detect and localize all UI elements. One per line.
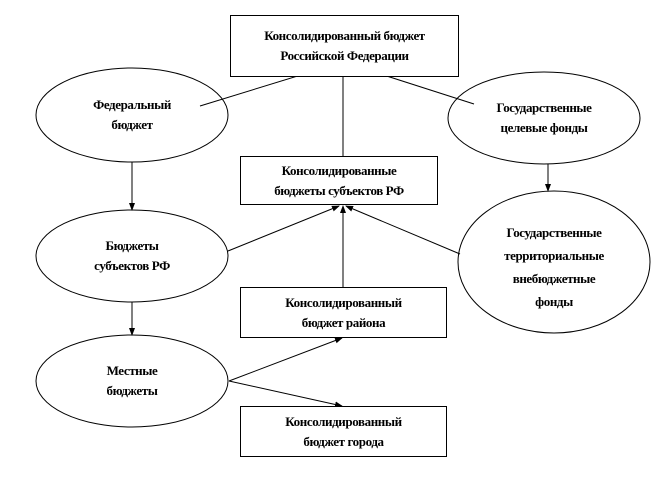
arrow-local-to-district — [228, 337, 343, 382]
node-text: территориальные — [504, 248, 604, 263]
node-text: бюджеты — [106, 383, 158, 398]
territorial-funds-node: Государственные территориальные внебюдже… — [458, 196, 650, 338]
node-text: целевые фонды — [500, 120, 588, 135]
node-text: субъектов РФ — [94, 258, 170, 273]
territorial-funds-ellipse — [457, 190, 651, 334]
consolidated-rf-box: Консолидированный бюджет Российской Феде… — [230, 15, 459, 77]
arrow-local-to-city — [228, 380, 343, 408]
node-text: Федеральный — [93, 97, 171, 112]
node-text: Консолидированные — [281, 162, 397, 178]
consolidated-subjects-box: Консолидированные бюджеты субъектов РФ — [240, 156, 438, 205]
node-text: Государственные — [496, 100, 592, 115]
node-text: Российской Федерации — [280, 48, 409, 63]
node-text: Государственные — [506, 225, 602, 240]
node-text: Консолидированный — [285, 413, 402, 429]
local-budgets-node: Местные бюджеты — [36, 335, 228, 427]
node-text: бюджет района — [301, 314, 386, 330]
node-text: Консолидированный бюджет — [264, 28, 425, 43]
arrow-subjects-to-cons — [227, 205, 340, 252]
node-text: Консолидированный — [285, 294, 402, 310]
node-text: бюджет города — [303, 433, 384, 449]
node-text: фонды — [535, 294, 573, 309]
federal-budget-node: Федеральный бюджет — [36, 68, 228, 162]
arrow-territorial-to-cons — [345, 205, 461, 255]
node-text: Местные — [106, 363, 158, 378]
node-text: внебюджетные — [512, 271, 596, 286]
subjects-budget-node: Бюджеты субъектов РФ — [36, 210, 228, 302]
target-funds-ellipse — [447, 71, 641, 165]
node-text: Бюджеты — [105, 238, 159, 253]
district-budget-box: Консолидированный бюджет района — [240, 287, 447, 338]
city-budget-box: Консолидированный бюджет города — [240, 406, 447, 457]
node-text: бюджет — [111, 117, 153, 132]
node-text: бюджеты субъектов РФ — [274, 182, 404, 198]
target-funds-node: Государственные целевые фонды — [448, 72, 640, 164]
